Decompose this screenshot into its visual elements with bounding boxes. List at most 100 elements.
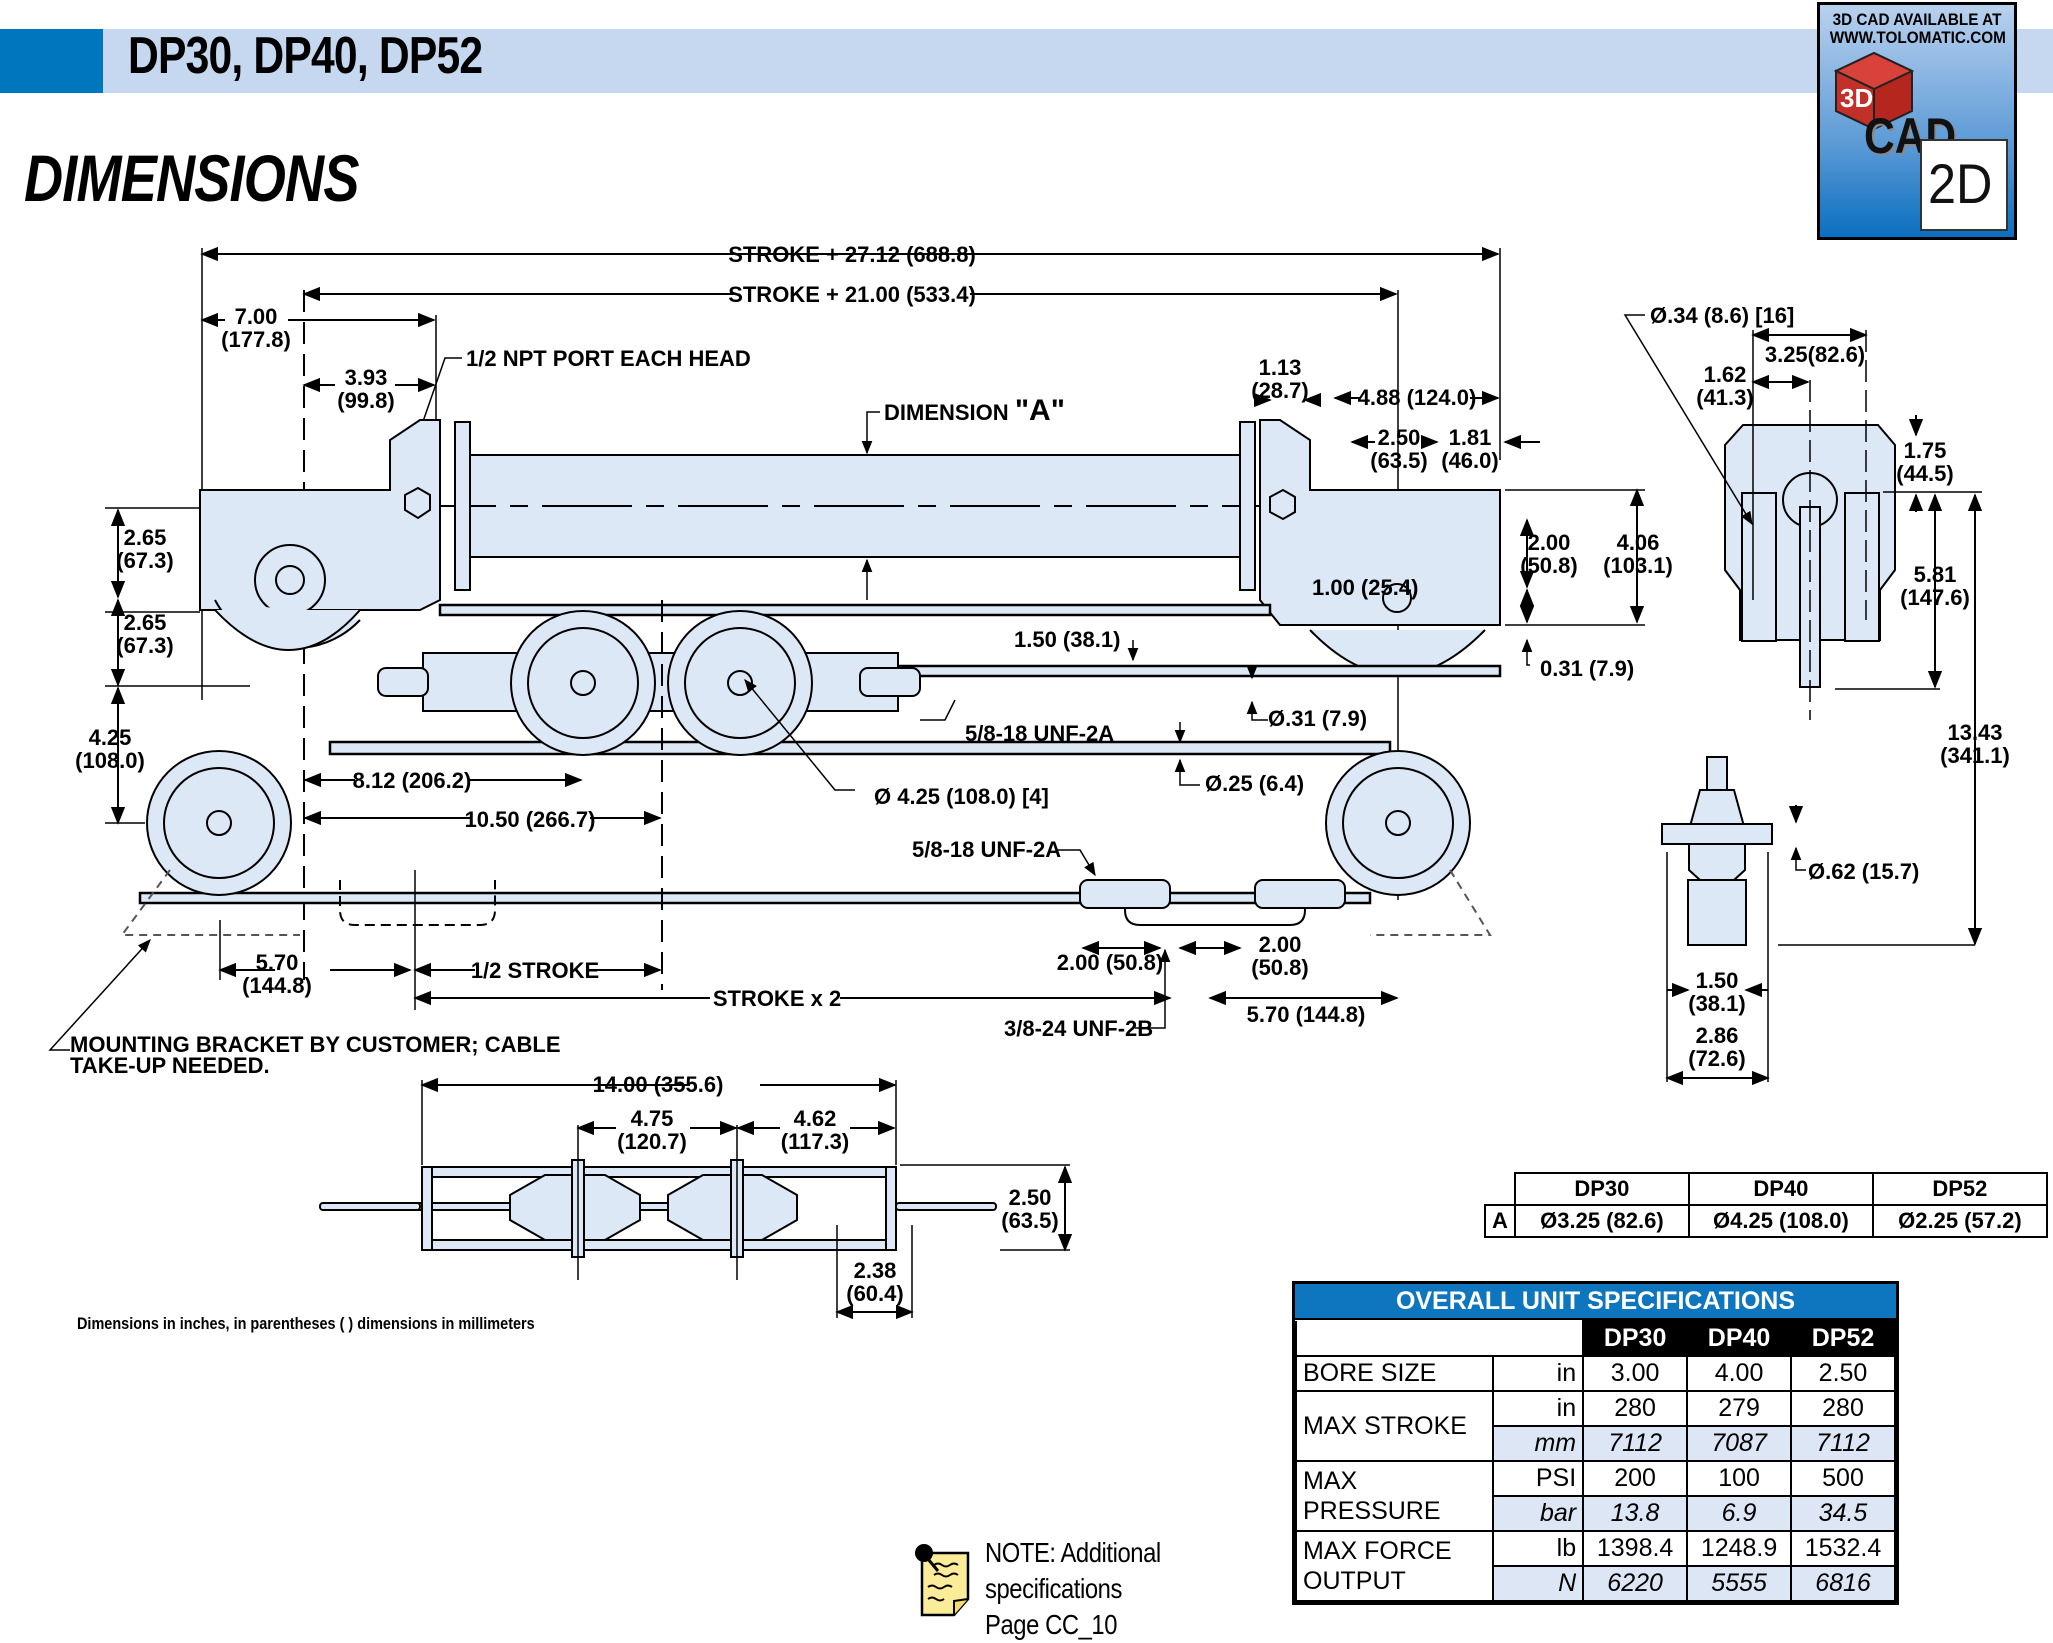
label-4-62: 4.62	[794, 1106, 837, 1131]
label-4-25-mm: (108.0)	[75, 748, 145, 773]
label-1-62: 1.62	[1704, 362, 1747, 387]
pulley-3	[146, 750, 292, 896]
spec-header: DP52	[1790, 1320, 1896, 1357]
cad-download-badge[interactable]: 3D CAD AVAILABLE AT WWW.TOLOMATIC.COM 3D…	[1817, 2, 2017, 240]
spec-label: MAX FORCE OUTPUT	[1294, 1530, 1495, 1602]
spec-value: 34.5	[1790, 1495, 1896, 1532]
label-thread-1: 5/8-18 UNF-2A	[965, 721, 1114, 746]
additional-specs-note[interactable]: NOTE: Additional specifications Page CC_…	[912, 1535, 1192, 1640]
note-pushpin-icon	[915, 1544, 970, 1617]
cad-badge-url[interactable]: WWW.TOLOMATIC.COM	[1829, 28, 2006, 47]
spec-unit: lb	[1492, 1530, 1585, 1567]
spec-value: 1398.4	[1582, 1530, 1689, 1567]
label-2-50-mm: (63.5)	[1370, 448, 1427, 473]
label-half-stroke: 1/2 STROKE	[471, 958, 599, 983]
label-2-50-carriage: 2.50	[1009, 1185, 1052, 1210]
spec-value: 6.9	[1686, 1495, 1793, 1532]
note-page-link[interactable]: Page CC_10	[985, 1609, 1118, 1640]
doc-label: 2D	[1928, 152, 1993, 215]
dimension-a-header: DP52	[1871, 1172, 2048, 1206]
dimension-a-header: DP30	[1513, 1172, 1690, 1206]
label-dia-0-25: Ø.25 (6.4)	[1205, 771, 1304, 796]
overall-spec-table: OVERALL UNIT SPECIFICATIONS DP30 DP40 DP…	[1292, 1281, 1899, 1605]
spec-row-pressure-psi: MAX PRESSURE PSI 200 100 500	[1294, 1460, 1896, 1532]
spec-label: MAX STROKE	[1294, 1390, 1495, 1462]
label-bracket-note-1: MOUNTING BRACKET BY CUSTOMER; CABLE	[70, 1032, 561, 1057]
label-pulley-dia: Ø 4.25 (108.0) [4]	[874, 784, 1049, 809]
label-hole-dia: Ø.34 (8.6) [16]	[1650, 303, 1794, 328]
label-10-50: 10.50 (266.7)	[465, 807, 596, 832]
label-1-62-mm: (41.3)	[1696, 385, 1753, 410]
label-5-81: 5.81	[1914, 562, 1957, 587]
label-13-43-mm: (341.1)	[1940, 743, 2010, 768]
carriage-bottom-rail	[421, 1239, 897, 1251]
spec-value: 6816	[1790, 1565, 1896, 1602]
right-head	[1259, 419, 1501, 626]
spec-row-stroke-in: MAX STROKE in 280 279 280	[1294, 1390, 1896, 1462]
2d-document-icon: 2D	[1920, 139, 2008, 231]
bracket-right	[1124, 880, 1306, 926]
label-5-70-a-mm: (144.8)	[242, 973, 312, 998]
spec-row-pressure-bar: bar 13.8 6.9 34.5	[1296, 1495, 1896, 1532]
spec-row-force-n: N 6220 5555 6816	[1296, 1565, 1896, 1602]
spec-header-blank	[1294, 1321, 1585, 1357]
3d-cube-icon: 3D	[1833, 51, 1915, 131]
label-3-25: 3.25(82.6)	[1765, 342, 1865, 367]
label-dia-0-31: Ø.31 (7.9)	[1268, 706, 1367, 731]
label-dia-0-62: Ø.62 (15.7)	[1808, 859, 1919, 884]
spec-value: 279	[1686, 1390, 1793, 1427]
label-13-43: 13.43	[1947, 720, 2002, 745]
label-8-12: 8.12 (206.2)	[353, 768, 472, 793]
spec-value: 13.8	[1582, 1495, 1689, 1532]
spec-label-line: MAX	[1303, 1467, 1358, 1495]
spec-unit: in	[1492, 1390, 1585, 1427]
spec-label-line: PRESSURE	[1303, 1497, 1441, 1525]
spec-value: 280	[1582, 1390, 1689, 1427]
return-cable	[138, 891, 1372, 905]
spec-row-stroke-mm: mm 7112 7087 7112	[1296, 1425, 1896, 1462]
spec-value: 4.00	[1686, 1355, 1793, 1392]
label-2-00-mm: (50.8)	[1520, 553, 1577, 578]
section-title: DIMENSIONS	[24, 141, 359, 215]
label-2-00-b: 2.00 (50.8)	[1057, 950, 1163, 975]
label-stroke-total: STROKE + 27.12 (688.8)	[728, 242, 976, 267]
label-1-13: 1.13	[1259, 355, 1302, 380]
spec-table-title: OVERALL UNIT SPECIFICATIONS	[1295, 1284, 1896, 1320]
label-1-50: 1.50 (38.1)	[1014, 627, 1120, 652]
units-footnote: Dimensions in inches, in parentheses ( )…	[77, 1314, 535, 1333]
spec-unit: PSI	[1492, 1460, 1585, 1497]
spec-row-force-lb: MAX FORCE OUTPUT lb 1398.4 1248.9 1532.4	[1294, 1530, 1896, 1602]
cad-badge-line1: 3D CAD AVAILABLE AT	[1832, 10, 2002, 29]
label-7-00-mm: (177.8)	[221, 327, 291, 352]
spec-value: 200	[1582, 1460, 1689, 1497]
label-4-88: 4.88 (124.0)	[1358, 385, 1477, 410]
spec-value: 100	[1686, 1460, 1793, 1497]
note-text: NOTE: Additional specifications Page CC_…	[985, 1535, 1161, 1643]
cube-label: 3D	[1840, 83, 1873, 113]
note-line: NOTE: Additional	[985, 1537, 1161, 1568]
label-4-25: 4.25	[89, 725, 132, 750]
spec-unit: N	[1492, 1565, 1585, 1602]
spec-value: 2.50	[1790, 1355, 1896, 1392]
dimension-a-table: DP30 DP40 DP52 A Ø3.25 (82.6) Ø4.25 (108…	[1484, 1172, 2048, 1238]
product-title: DP30, DP40, DP52	[128, 27, 483, 85]
label-5-70-a: 5.70	[256, 950, 299, 975]
spec-value: 6220	[1582, 1565, 1689, 1602]
label-thread-2: 5/8-18 UNF-2A	[912, 837, 1061, 862]
spec-unit: mm	[1492, 1425, 1585, 1462]
dimension-a-value: Ø3.25 (82.6)	[1513, 1204, 1690, 1238]
spec-value: 500	[1790, 1460, 1896, 1497]
spec-header: DP30	[1582, 1320, 1689, 1357]
label-1-75: 1.75	[1904, 438, 1947, 463]
pulley-2	[667, 610, 813, 756]
cad-badge-text: 3D CAD AVAILABLE AT WWW.TOLOMATIC.COM	[1829, 10, 2006, 47]
upper-cable	[438, 603, 1272, 617]
spec-unit: in	[1492, 1355, 1585, 1392]
spec-label-line: MAX FORCE	[1303, 1537, 1452, 1565]
dimension-a-row-label: A	[1484, 1204, 1516, 1238]
dimension-a-corner	[1485, 1173, 1516, 1206]
label-stroke-inner: STROKE + 21.00 (533.4)	[728, 282, 976, 307]
label-stroke-x2: STROKE x 2	[713, 986, 841, 1011]
side-view-shaft	[1661, 823, 1773, 845]
spec-header: DP40	[1686, 1320, 1793, 1357]
